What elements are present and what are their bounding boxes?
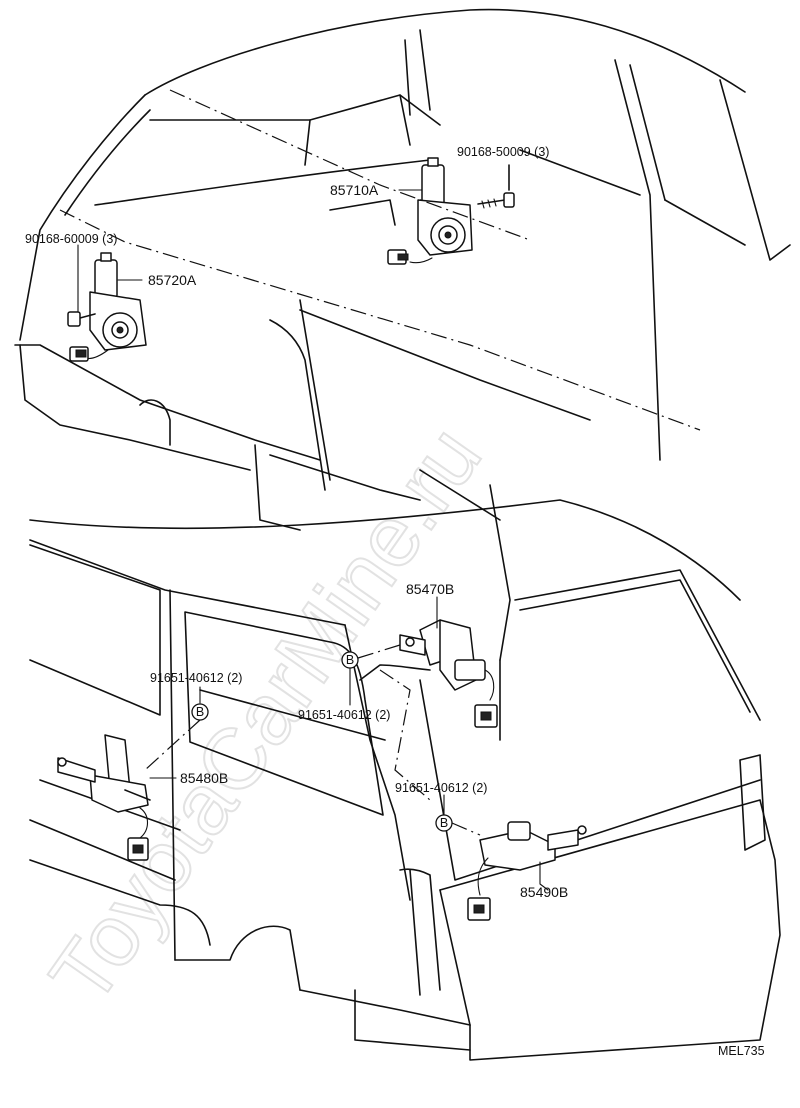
upper-body-outline bbox=[14, 8, 791, 531]
label-85490b: 85490B bbox=[520, 884, 568, 900]
label-screw-center: 91651-40612 (2) bbox=[298, 708, 390, 722]
sunroof-motor-85720a bbox=[67, 252, 147, 362]
label-bolt-90168-50009: 90168-50009 (3) bbox=[457, 145, 549, 159]
lower-leader-lines bbox=[144, 596, 549, 891]
svg-text:B: B bbox=[346, 653, 354, 667]
bolt-90168-50009 bbox=[477, 164, 515, 209]
door-lock-actuator-85490b bbox=[467, 821, 587, 921]
door-lock-actuator-85470b bbox=[399, 619, 498, 728]
watermark-text: ToyotaCarMine.ru bbox=[32, 410, 500, 1021]
ref-marker-b-left: B bbox=[191, 703, 209, 721]
lower-body-outline bbox=[29, 484, 781, 1061]
label-screw-right: 91651-40612 (2) bbox=[395, 781, 487, 795]
label-85710a: 85710A bbox=[330, 182, 379, 198]
ref-marker-b-right: B bbox=[435, 814, 453, 832]
door-lock-actuator-85480b bbox=[57, 734, 151, 861]
label-85720a: 85720A bbox=[148, 272, 197, 288]
svg-text:B: B bbox=[196, 705, 204, 719]
label-bolt-90168-60009: 90168-60009 (3) bbox=[25, 232, 117, 246]
label-85470b: 85470B bbox=[406, 581, 454, 597]
label-85480b: 85480B bbox=[180, 770, 228, 786]
svg-text:B: B bbox=[440, 816, 448, 830]
sunroof-motor-85710a bbox=[387, 157, 473, 265]
label-screw-left: 91651-40612 (2) bbox=[150, 671, 242, 685]
ref-marker-b-center: B bbox=[341, 651, 359, 669]
upper-leader-lines bbox=[59, 89, 701, 431]
diagram-code: MEL735 bbox=[718, 1044, 765, 1058]
